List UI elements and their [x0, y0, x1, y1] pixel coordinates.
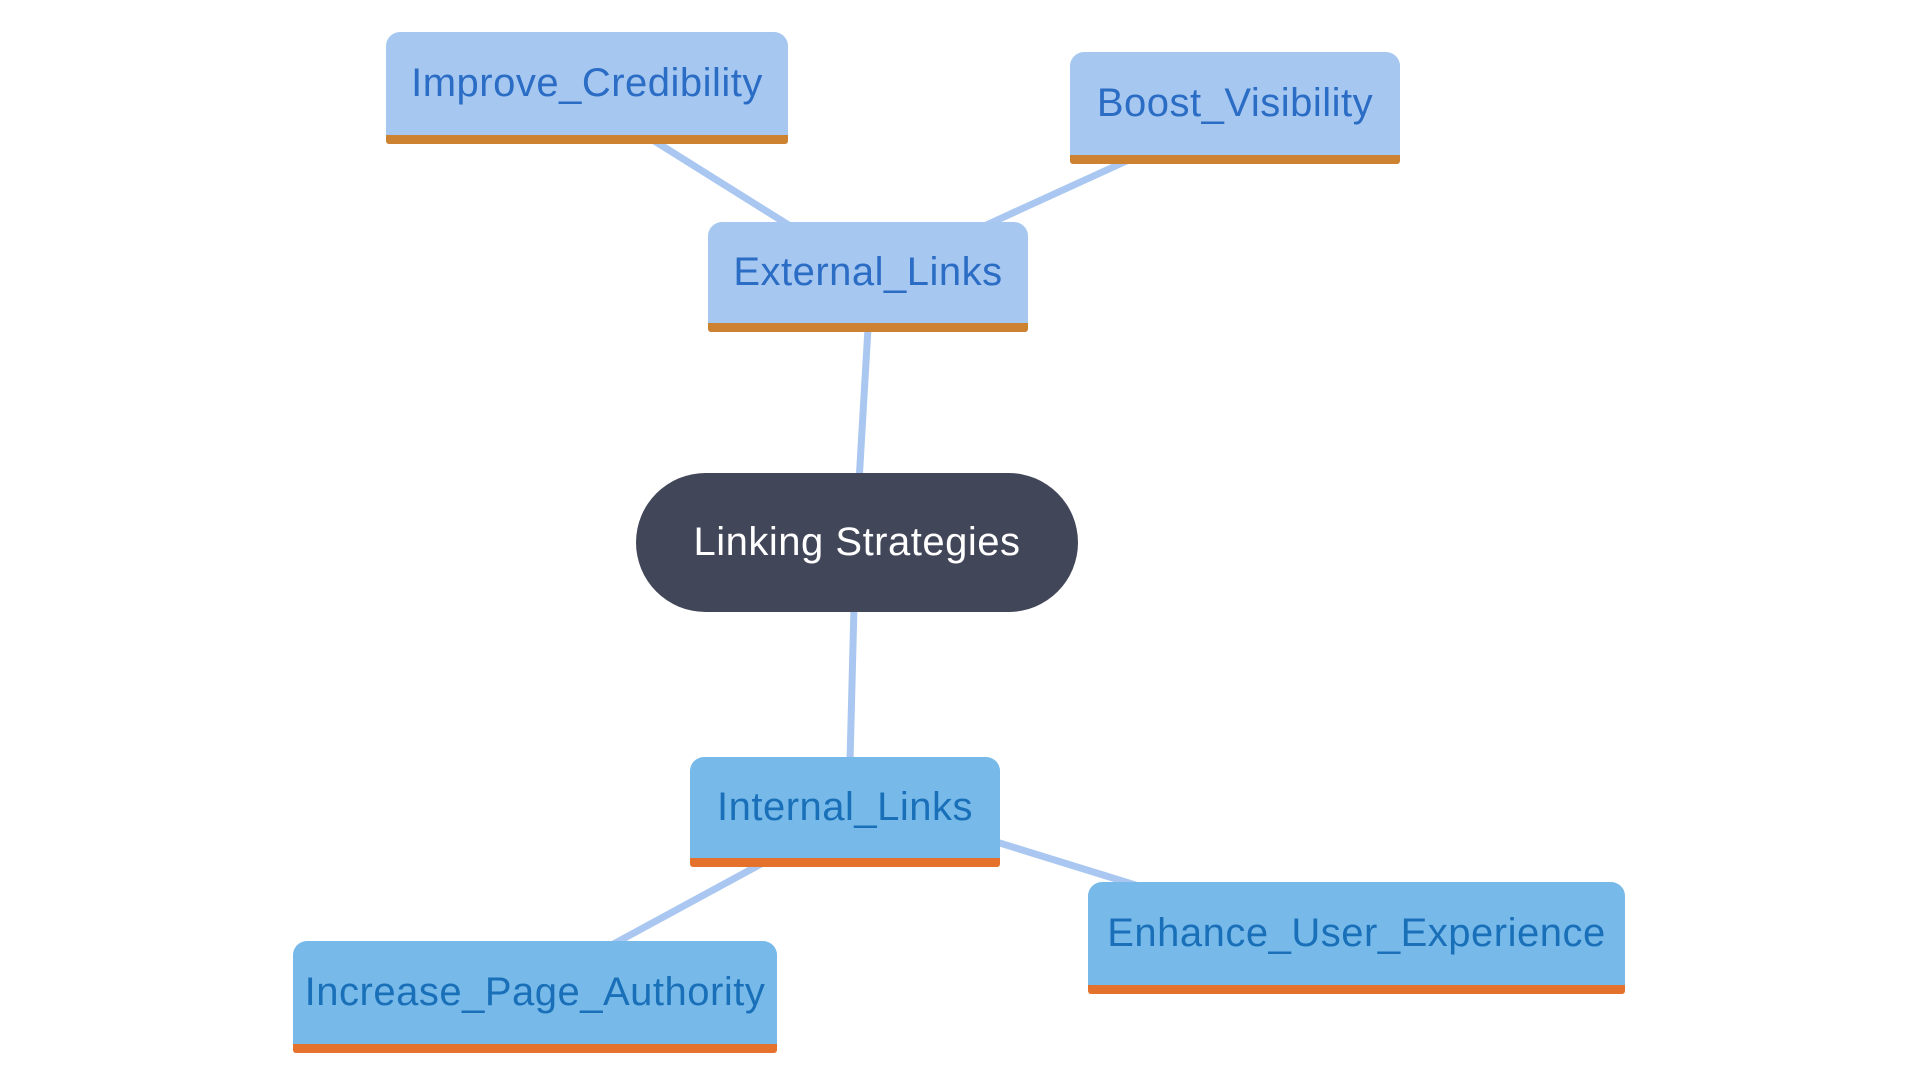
node-external-links-label: External_Links: [733, 250, 1003, 294]
node-boost-visibility-label: Boost_Visibility: [1096, 81, 1374, 125]
node-linking-strategies: Linking Strategies: [636, 473, 1078, 612]
edge-internal-to-enhance: [988, 836, 1147, 892]
node-boost-visibility: Boost_Visibility: [1070, 52, 1400, 164]
node-enhance-user-experience-label: Enhance_User_Experience: [1107, 911, 1606, 955]
node-external-links: External_Links: [708, 222, 1028, 332]
node-increase-page-authority: Increase_Page_Authority: [293, 941, 777, 1053]
edge-internal-to-increase: [606, 854, 774, 951]
edge-external-to-improve: [646, 134, 797, 232]
node-enhance-user-experience: Enhance_User_Experience: [1088, 882, 1625, 994]
edge-root-to-internal: [846, 605, 858, 763]
node-internal-links: Internal_Links: [690, 757, 1000, 867]
edge-external-to-boost: [980, 154, 1135, 231]
edge-root-to-external: [855, 327, 872, 483]
node-improve-credibility-label: Improve_Credibility: [411, 61, 763, 105]
node-increase-page-authority-label: Increase_Page_Authority: [304, 970, 766, 1014]
node-linking-strategies-label: Linking Strategies: [693, 520, 1021, 564]
node-improve-credibility: Improve_Credibility: [386, 32, 788, 144]
node-internal-links-label: Internal_Links: [716, 785, 974, 829]
